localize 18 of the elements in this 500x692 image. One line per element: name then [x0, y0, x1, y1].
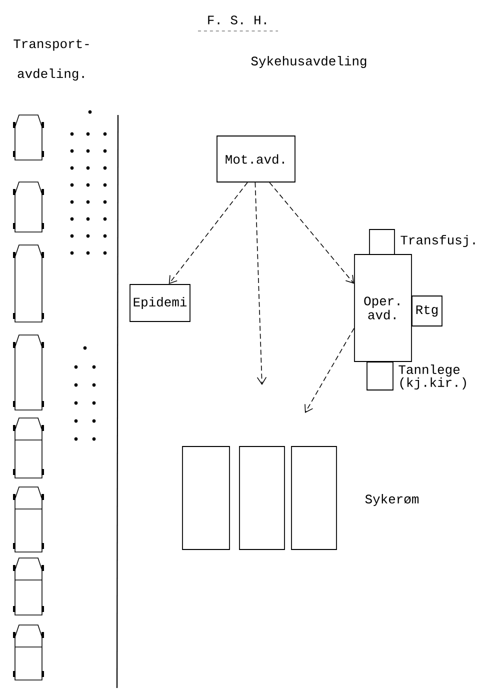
room-box: [239, 446, 285, 550]
arrow: [269, 182, 354, 284]
node-label: Transfusj.: [400, 234, 475, 248]
department-box: Epidemi: [130, 284, 190, 322]
room-box: Transfusj.: [369, 229, 475, 255]
department-box: Rtg: [412, 296, 442, 326]
room-box: [182, 446, 230, 550]
section-heading: Sykehusavdeling: [251, 56, 366, 68]
title: F. S. H.: [208, 16, 266, 24]
section-heading: Transport- avdeling.: [14, 39, 89, 81]
room-box: [291, 446, 337, 550]
arrow: [304, 328, 354, 413]
arrow: [254, 182, 267, 385]
room-label: Sykerøm: [365, 494, 419, 506]
arrow: [168, 182, 248, 284]
room-box: Tannlege (kj.kir.): [366, 362, 466, 390]
node-label: Tannlege (kj.kir.): [398, 364, 466, 390]
department-box: Mot.avd.: [216, 136, 296, 182]
